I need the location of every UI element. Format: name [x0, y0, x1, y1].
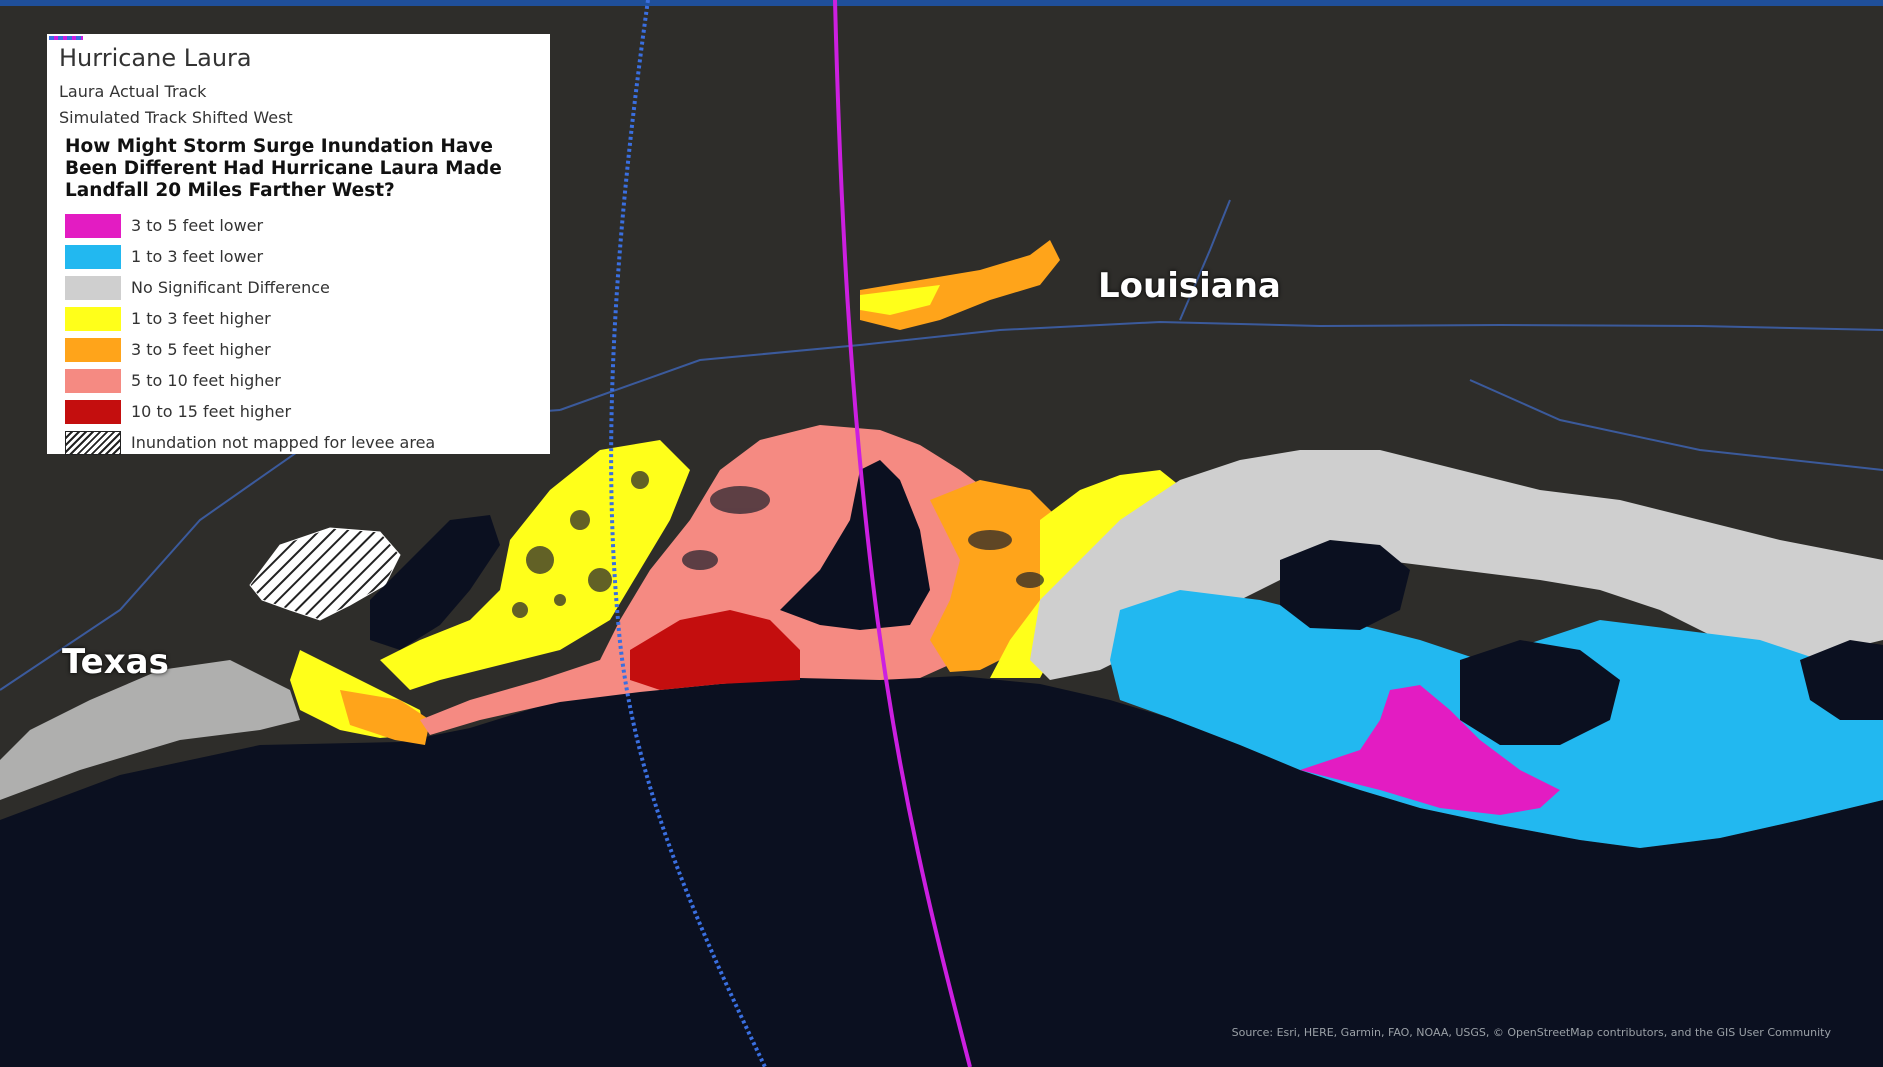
legend-category-label: 5 to 10 feet higher: [131, 371, 281, 390]
legend-category-label: 3 to 5 feet lower: [131, 216, 264, 235]
legend-category-3: No Significant Difference: [65, 272, 538, 303]
legend-question-line-2: Been Different Had Hurricane Laura Made: [65, 158, 502, 179]
surge-magenta: [1300, 685, 1560, 815]
legend-category-7: 10 to 15 feet higher: [65, 396, 538, 427]
legend-category-label: No Significant Difference: [131, 278, 330, 297]
legend-category-6: 5 to 10 feet higher: [65, 365, 538, 396]
legend-category-2: 1 to 3 feet lower: [65, 241, 538, 272]
map-attribution: Source: Esri, HERE, Garmin, FAO, NOAA, U…: [1231, 1026, 1831, 1039]
legend-category-label: Inundation not mapped for levee area: [131, 433, 436, 452]
surge-north-yellow: [860, 285, 940, 315]
map-top-border: [0, 0, 1883, 6]
texas-label: Texas: [62, 642, 169, 682]
marsh-texture-east: [968, 530, 1044, 588]
calcasieu-lake: [780, 460, 930, 630]
legend-category-label: 1 to 3 feet lower: [131, 247, 264, 266]
legend-category-5: 3 to 5 feet higher: [65, 334, 538, 365]
legend-simulated-track-label: Simulated Track Shifted West: [59, 107, 293, 127]
legend-category-4: 1 to 3 feet higher: [65, 303, 538, 334]
legend-actual-track: Laura Actual Track: [49, 36, 538, 104]
gulf-water: [0, 676, 1883, 1067]
white-lake: [1460, 640, 1620, 745]
marsh-texture-west: [512, 471, 649, 618]
actual-track-line: [833, 0, 972, 1067]
legend-category-label: 3 to 5 feet higher: [131, 340, 271, 359]
simulated-track-line-icon: [49, 36, 83, 40]
sabine-lake: [370, 515, 500, 650]
swatch-no-difference: [65, 275, 121, 300]
legend-question-line-1: How Might Storm Surge Inundation Have: [65, 136, 493, 157]
swatch-1-3-higher: [65, 306, 121, 331]
surge-grey-east: [1030, 450, 1883, 680]
swatch-3-5-higher: [65, 337, 121, 362]
swatch-5-10-higher: [65, 368, 121, 393]
texas-coast-no-difference: [0, 660, 300, 800]
swatch-10-15-higher: [65, 399, 121, 424]
legend-category-1: 3 to 5 feet lower: [65, 210, 538, 241]
legend-question: How Might Storm Surge Inundation Have Be…: [65, 136, 538, 202]
vermilion-bay: [1800, 640, 1883, 720]
legend-category-8: Inundation not mapped for levee area: [65, 427, 538, 458]
swatch-1-3-lower: [65, 244, 121, 269]
legend-category-label: 10 to 15 feet higher: [131, 402, 292, 421]
legend-title: Hurricane Laura: [59, 44, 252, 72]
legend-simulated-track: Simulated Track Shifted West: [49, 36, 538, 130]
grand-lake: [1280, 540, 1410, 630]
legend-category-label: 1 to 3 feet higher: [131, 309, 271, 328]
swatch-levee-hatch: [65, 430, 121, 455]
surge-darkred: [630, 610, 800, 690]
simulated-track-line: [609, 0, 767, 1067]
swatch-3-5-lower: [65, 213, 121, 238]
louisiana-label: Louisiana: [1098, 266, 1281, 306]
legend-actual-track-label: Laura Actual Track: [59, 81, 207, 101]
map-legend: Hurricane Laura Laura Actual Track Simul…: [47, 34, 550, 455]
surge-texas-orange: [340, 690, 430, 745]
legend-question-line-3: Landfall 20 Miles Farther West?: [65, 180, 395, 201]
